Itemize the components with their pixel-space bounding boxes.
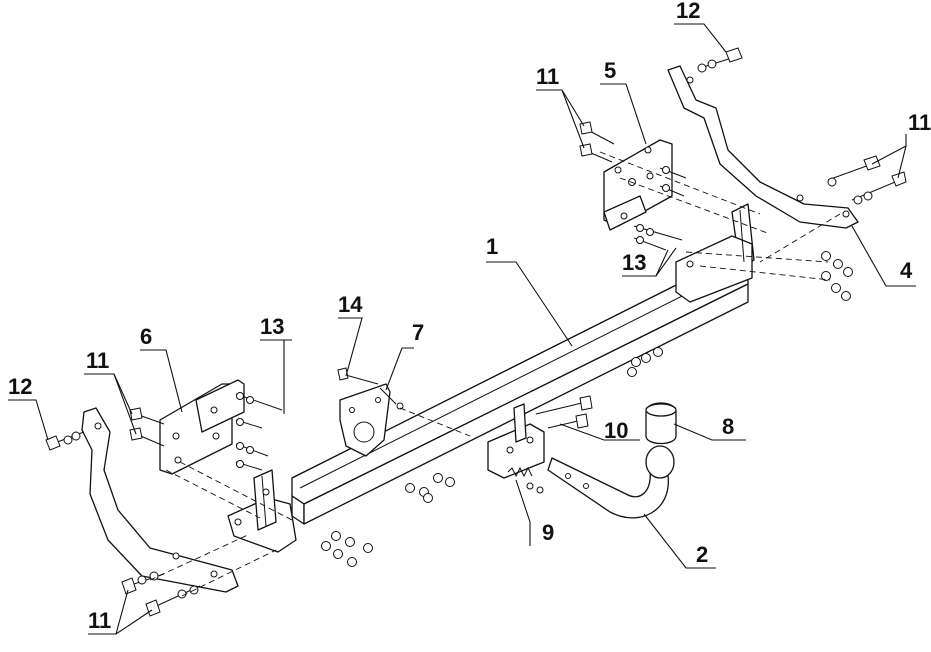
label-2: 2 (696, 542, 708, 567)
left-side-arm (81, 407, 239, 593)
label-9: 9 (542, 520, 554, 545)
crossbar-right-bracket (675, 203, 755, 303)
label-6: 6 (140, 324, 152, 349)
leader-lines (8, 23, 916, 635)
label-10: 10 (604, 418, 628, 443)
ball-cap (645, 402, 677, 445)
label-14: 14 (338, 292, 363, 317)
label-11b: 11 (536, 64, 559, 89)
label-13b: 13 (622, 250, 646, 275)
socket-plate (339, 383, 397, 457)
right-mounting-plate (603, 139, 673, 231)
label-11d: 11 (88, 608, 111, 633)
label-13a: 13 (260, 314, 284, 339)
right-side-arm (667, 65, 859, 229)
label-12b: 12 (676, 0, 700, 23)
ball-mount-socket (487, 403, 545, 479)
tow-ball-neck (547, 445, 675, 519)
label-1: 1 (486, 234, 498, 259)
label-5: 5 (604, 58, 616, 83)
label-7: 7 (412, 320, 424, 345)
label-4: 4 (900, 258, 913, 283)
crossbar-left-bracket (227, 469, 297, 553)
callout-labels: 1 2 4 5 6 7 8 9 10 11 11 11 11 12 12 13 … (8, 0, 931, 633)
assembly-lines (149, 151, 841, 597)
label-8: 8 (722, 414, 734, 439)
hardware (45, 47, 907, 617)
label-11c: 11 (908, 110, 931, 135)
label-11a: 11 (86, 348, 109, 373)
left-mounting-plate (159, 379, 245, 475)
label-12a: 12 (8, 374, 32, 399)
